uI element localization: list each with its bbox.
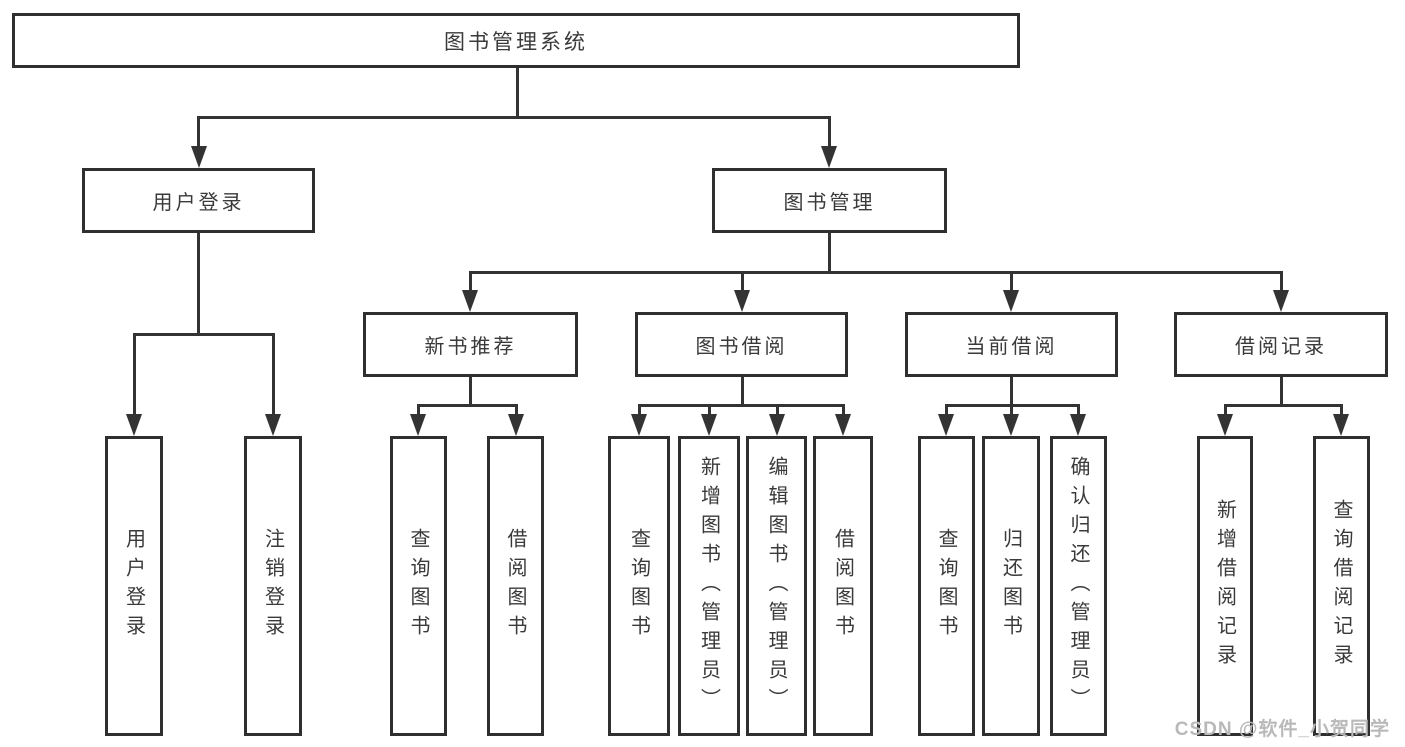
leaf-edit-book-admin: 编辑图书（管理员） xyxy=(746,436,807,736)
connector-line xyxy=(516,68,519,118)
connector-line xyxy=(1340,404,1343,416)
connector-line xyxy=(638,404,845,407)
node-new-book-recommend: 新书推荐 xyxy=(363,312,578,377)
connector-line xyxy=(1280,377,1283,407)
connector-line xyxy=(1010,271,1013,292)
node-root: 图书管理系统 xyxy=(12,13,1020,68)
connector-line xyxy=(638,404,641,416)
arrow-down-icon xyxy=(835,414,851,436)
leaf-add-borrow-record: 新增借阅记录 xyxy=(1197,436,1253,736)
arrow-down-icon xyxy=(126,414,142,436)
connector-line xyxy=(741,377,744,407)
leaf-query-borrow-record: 查询借阅记录 xyxy=(1313,436,1370,736)
connector-line xyxy=(197,233,200,336)
connector-line xyxy=(133,333,136,416)
arrow-down-icon xyxy=(701,414,717,436)
connector-line xyxy=(515,404,518,416)
arrow-down-icon xyxy=(1070,414,1086,436)
arrow-down-icon xyxy=(1003,414,1019,436)
connector-line xyxy=(828,116,831,148)
leaf-query-books-borrow: 查询图书 xyxy=(608,436,670,736)
leaf-return-book: 归还图书 xyxy=(982,436,1040,736)
arrow-down-icon xyxy=(1217,414,1233,436)
arrow-down-icon xyxy=(769,414,785,436)
leaf-query-books-current: 查询图书 xyxy=(918,436,975,736)
arrow-down-icon xyxy=(410,414,426,436)
leaf-query-books-recommend: 查询图书 xyxy=(390,436,447,736)
node-current-borrow: 当前借阅 xyxy=(905,312,1118,377)
connector-line xyxy=(133,333,275,336)
arrow-down-icon xyxy=(821,146,837,168)
arrow-down-icon xyxy=(1273,290,1289,312)
connector-line xyxy=(469,271,472,292)
arrow-down-icon xyxy=(508,414,524,436)
connector-line xyxy=(417,404,420,416)
connector-line xyxy=(1010,404,1013,416)
arrow-down-icon xyxy=(734,290,750,312)
watermark: CSDN @软件_小贺同学 xyxy=(1174,719,1390,740)
node-user-login: 用户登录 xyxy=(82,168,315,233)
leaf-confirm-return-admin: 确认归还（管理员） xyxy=(1050,436,1107,736)
connector-line xyxy=(776,404,779,416)
leaf-logout: 注销登录 xyxy=(244,436,302,736)
leaf-add-book-admin: 新增图书（管理员） xyxy=(678,436,740,736)
node-book-management: 图书管理 xyxy=(712,168,947,233)
arrow-down-icon xyxy=(462,290,478,312)
connector-line xyxy=(741,271,744,292)
arrow-down-icon xyxy=(631,414,647,436)
arrow-down-icon xyxy=(265,414,281,436)
connector-line xyxy=(828,233,831,274)
connector-line xyxy=(945,404,948,416)
connector-line xyxy=(1280,271,1283,292)
leaf-borrow-books: 借阅图书 xyxy=(813,436,873,736)
connector-line xyxy=(469,271,1282,274)
leaf-user-login: 用户登录 xyxy=(105,436,163,736)
node-book-borrow: 图书借阅 xyxy=(635,312,848,377)
connector-line xyxy=(1224,404,1342,407)
arrow-down-icon xyxy=(1333,414,1349,436)
connector-line xyxy=(272,333,275,416)
connector-line xyxy=(197,116,831,119)
arrow-down-icon xyxy=(938,414,954,436)
connector-line xyxy=(417,404,518,407)
connector-line xyxy=(1224,404,1227,416)
leaf-borrow-books-recommend: 借阅图书 xyxy=(487,436,544,736)
connector-line xyxy=(1077,404,1080,416)
node-borrow-records: 借阅记录 xyxy=(1174,312,1388,377)
connector-line xyxy=(197,116,200,148)
connector-line xyxy=(469,377,472,407)
arrow-down-icon xyxy=(1003,290,1019,312)
arrow-down-icon xyxy=(191,146,207,168)
connector-line xyxy=(708,404,711,416)
connector-line xyxy=(1010,377,1013,407)
connector-line xyxy=(842,404,845,416)
